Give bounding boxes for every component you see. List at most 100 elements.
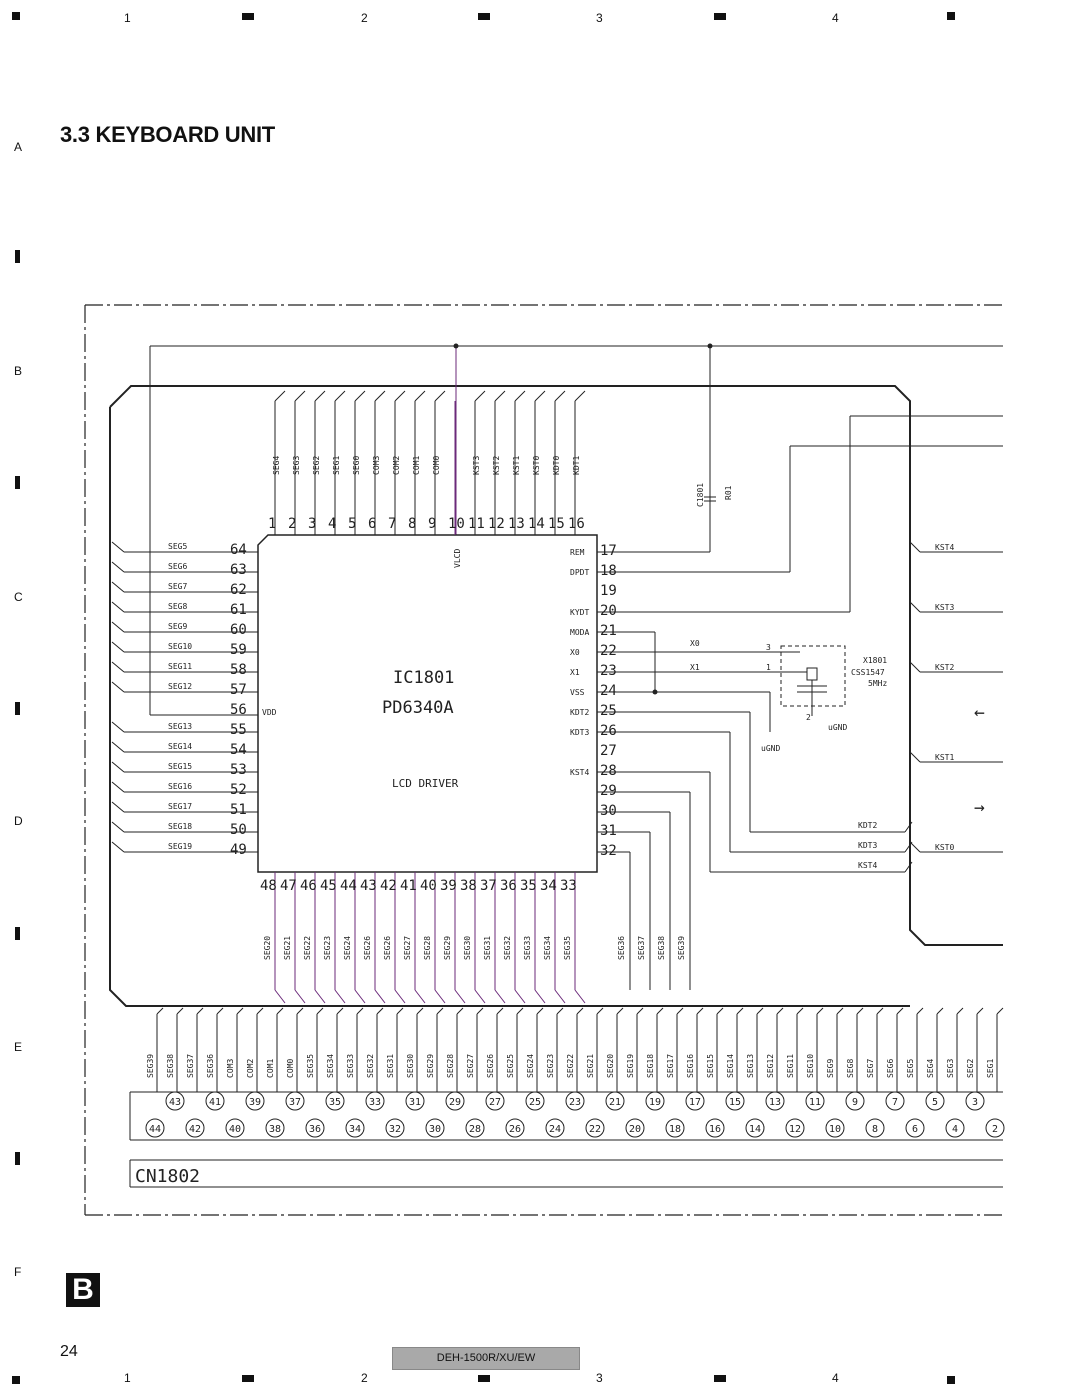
connector-wire xyxy=(376,1007,384,1015)
connector-pin xyxy=(285,1091,305,1111)
pin-number: 43 xyxy=(360,878,377,894)
pin-wire xyxy=(111,581,125,593)
pin-number: 19 xyxy=(600,583,617,599)
connector-signal: COM1 xyxy=(266,1059,275,1078)
pin-number: 5 xyxy=(348,516,356,532)
pin-signal: SEG26 xyxy=(383,936,392,960)
grid-row-a: A xyxy=(14,140,23,154)
connector-signal: SEG33 xyxy=(346,1054,355,1078)
connector-pin-number: 15 xyxy=(729,1097,741,1108)
pin-signal: KDT3 xyxy=(570,728,589,737)
connector-wire xyxy=(356,1007,364,1015)
connector-pin-number: 31 xyxy=(409,1097,421,1108)
connector-wire xyxy=(316,1007,324,1015)
pin-wire xyxy=(111,821,125,833)
connector-pin xyxy=(405,1091,425,1111)
pin-signal: SEG36 xyxy=(617,936,626,960)
kst3-label: KST3 xyxy=(935,603,954,612)
connector-pin xyxy=(265,1118,285,1138)
pin-number: 4 xyxy=(328,516,336,532)
pin-signal: SEG14 xyxy=(168,742,192,751)
pin-signal: SEG19 xyxy=(168,842,192,851)
connector-pin xyxy=(845,1091,865,1111)
pin-number: 46 xyxy=(300,878,317,894)
connector-pin xyxy=(485,1091,505,1111)
pin-signal: SEG5 xyxy=(168,542,187,551)
connector-pin xyxy=(365,1091,385,1111)
pin-wire xyxy=(294,390,306,402)
x1-label: X1 xyxy=(690,663,700,672)
connector-signal: COM2 xyxy=(246,1059,255,1078)
pin-signal: SEG18 xyxy=(168,822,192,831)
connector-pin-number: 38 xyxy=(269,1124,281,1135)
pin-number: 35 xyxy=(520,878,537,894)
connector-wire xyxy=(876,1007,884,1015)
pin-number: 40 xyxy=(420,878,437,894)
pin-signal: COM2 xyxy=(392,456,401,475)
ugnd-label-2: uGND xyxy=(761,744,780,753)
grid-col-2: 2 xyxy=(361,11,368,25)
connector-wire xyxy=(496,1007,504,1015)
grid-col-2-bottom: 2 xyxy=(361,1371,368,1385)
connector-pin xyxy=(425,1118,445,1138)
pin-wire xyxy=(111,801,125,813)
pin-wire xyxy=(514,989,526,1004)
connector-pin-number: 12 xyxy=(789,1124,801,1135)
connector-pin xyxy=(245,1091,265,1111)
pin-signal: KST1 xyxy=(512,456,521,475)
connector-pin xyxy=(925,1091,945,1111)
connector-signal: SEG26 xyxy=(486,1054,495,1078)
pin-wire xyxy=(111,781,125,793)
kdt2-label: KDT2 xyxy=(858,821,877,830)
ugnd-label: uGND xyxy=(828,723,847,732)
connector-wire xyxy=(516,1007,524,1015)
connector-signal: SEG37 xyxy=(186,1054,195,1078)
connector-wire xyxy=(996,1007,1004,1015)
connector-signal: SEG15 xyxy=(706,1054,715,1078)
pin-number: 58 xyxy=(230,662,247,678)
pin-wire xyxy=(574,989,586,1004)
pin-wire xyxy=(111,541,125,553)
connector-pin-number: 2 xyxy=(992,1124,998,1135)
pin-signal: SEG0 xyxy=(352,456,361,475)
pin-signal: SEG7 xyxy=(168,582,187,591)
pin-number: 62 xyxy=(230,582,247,598)
connector-wire xyxy=(616,1007,624,1015)
grid-row-f: F xyxy=(14,1265,22,1279)
pin-wire xyxy=(474,390,486,402)
connector-signal: SEG38 xyxy=(166,1054,175,1078)
pin-signal: COM0 xyxy=(432,456,441,475)
pin-number: 52 xyxy=(230,782,247,798)
connector-wire xyxy=(236,1007,244,1015)
pin-number: 31 xyxy=(600,823,617,839)
x0-label: X0 xyxy=(690,639,700,648)
pin-wire xyxy=(111,741,125,753)
x-pin3: 3 xyxy=(766,643,771,652)
pin-number: 63 xyxy=(230,562,247,578)
pin-wire xyxy=(534,390,546,402)
connector-pin-number: 11 xyxy=(809,1097,821,1108)
connector-signal: SEG16 xyxy=(686,1054,695,1078)
pin-number: 30 xyxy=(600,803,617,819)
connector-wire xyxy=(816,1007,824,1015)
connector-pin xyxy=(565,1091,585,1111)
pin-wire xyxy=(394,989,406,1004)
connector-signal: SEG34 xyxy=(326,1054,335,1078)
pin-signal: REM xyxy=(570,548,585,557)
connector-pin-number: 14 xyxy=(749,1124,761,1135)
grid-col-4-bottom: 4 xyxy=(832,1371,839,1385)
pin-signal: SEG35 xyxy=(563,936,572,960)
pin-signal: SEG1 xyxy=(332,456,341,475)
pin-wire xyxy=(111,761,125,773)
pin-number: 39 xyxy=(440,878,457,894)
connector-wire xyxy=(636,1007,644,1015)
connector-pin xyxy=(705,1118,725,1138)
pin-number: 2 xyxy=(288,516,296,532)
connector-wire xyxy=(896,1007,904,1015)
connector-pin xyxy=(905,1118,925,1138)
corner-mark xyxy=(947,1376,955,1384)
grid-mark xyxy=(478,1375,490,1382)
connector-wire xyxy=(256,1007,264,1015)
connector-pin xyxy=(185,1118,205,1138)
